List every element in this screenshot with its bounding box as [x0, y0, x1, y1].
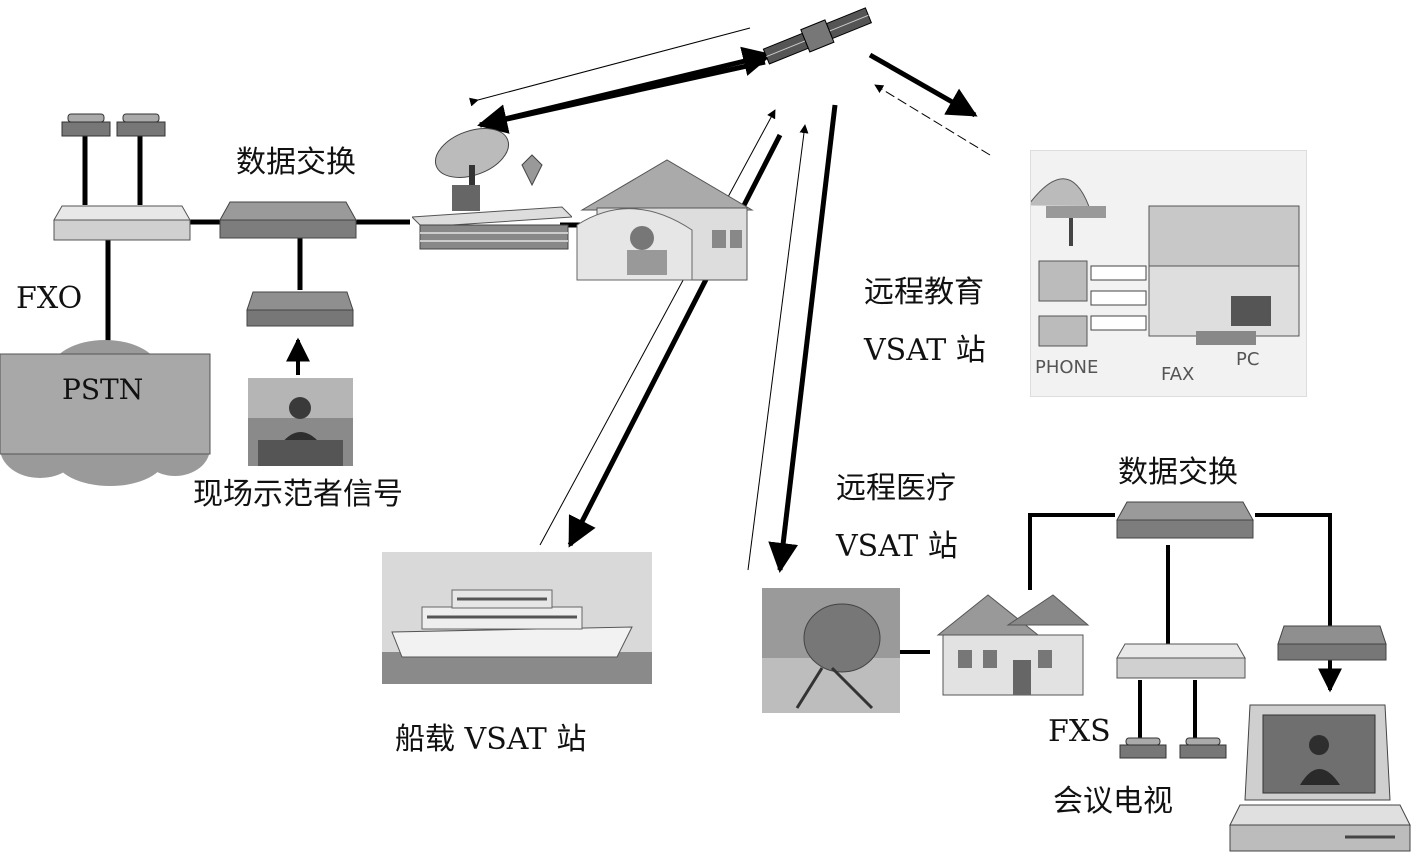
telephone-icon: [61, 113, 111, 137]
house-to-switch-line: [1028, 513, 1115, 590]
ship-thin-link: [539, 109, 776, 546]
pstn-cloud: [0, 340, 211, 486]
med-thin-link: [747, 124, 809, 571]
demo-signal-label: 现场示范者信号: [193, 477, 403, 512]
edu-downlink-arrow: [868, 52, 978, 118]
satellite-icon: [762, 7, 873, 65]
data-exchange-right-label: 数据交换: [1118, 455, 1238, 490]
med-station-label-line2: VSAT 站: [836, 529, 958, 564]
data-switch-icon: [219, 201, 357, 239]
data-switch-icon: [1116, 501, 1254, 539]
edu-station-illustration: [1031, 178, 1300, 347]
video-conference-label: 会议电视: [1053, 784, 1173, 819]
telephone-icon: [116, 113, 166, 137]
control-building-icon: [576, 159, 754, 281]
edu-station-label-line2: VSAT 站: [864, 333, 986, 368]
video-codec-icon: [246, 291, 354, 327]
fxs-label: FXS: [1048, 714, 1111, 749]
pc-label: PC: [1236, 349, 1260, 370]
telephone-icon: [1119, 737, 1167, 759]
med-station-label-line1: 远程医疗: [836, 471, 956, 506]
hub-downlink-arrow: [477, 59, 766, 134]
data-exchange-left-label: 数据交换: [236, 145, 356, 180]
phone-label: PHONE: [1035, 357, 1099, 378]
demonstrator-photo: [248, 378, 353, 466]
edu-thin-link: [874, 84, 991, 156]
fxo-gateway-icon: [53, 205, 191, 241]
pstn-label: PSTN: [62, 373, 144, 406]
ship-photo: [382, 552, 652, 684]
hub-thin-link: [469, 27, 751, 107]
edu-station-label-line1: 远程教育: [864, 275, 984, 310]
medical-dish-photo: [762, 588, 900, 713]
telephone-icon: [1179, 737, 1227, 759]
conference-tv-icon: [1229, 704, 1411, 852]
ship-station-label: 船载 VSAT 站: [395, 722, 587, 757]
ship-downlink-arrow: [567, 133, 783, 548]
medical-house-icon: [936, 594, 1090, 696]
hub-earth-station-icon: [412, 128, 572, 250]
fax-label: FAX: [1161, 364, 1195, 385]
edu-station-image: PHONE FAX PC: [1030, 150, 1307, 397]
video-codec-icon: [1277, 625, 1387, 661]
med-downlink-arrow: [768, 104, 838, 573]
fxs-gateway-icon: [1116, 643, 1246, 679]
fxo-label: FXO: [16, 281, 83, 316]
